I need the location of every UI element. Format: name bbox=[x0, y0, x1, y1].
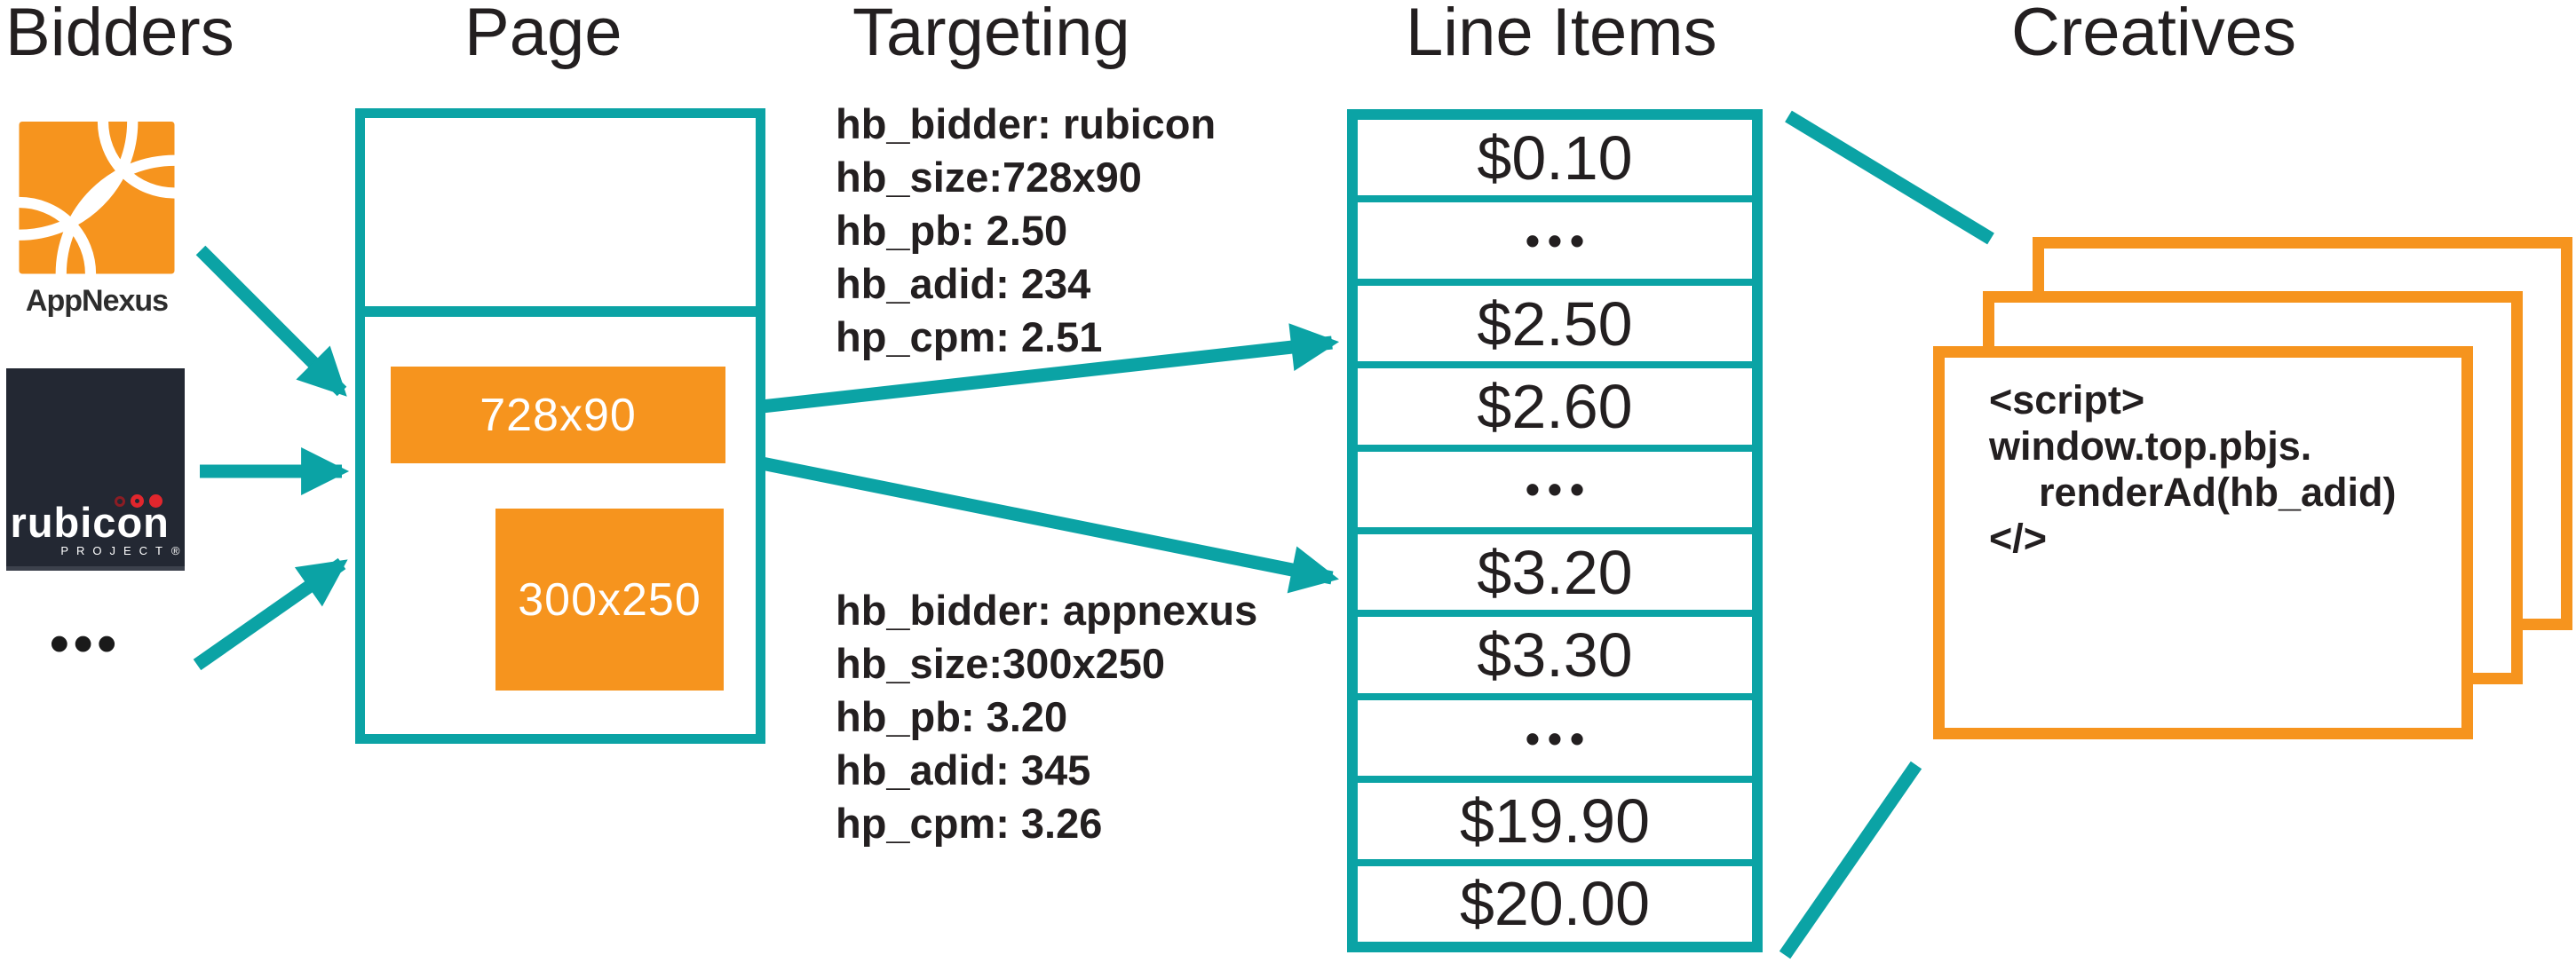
line-item-row: $2.60 bbox=[1358, 368, 1752, 445]
column-title-targeting: Targeting bbox=[852, 0, 1130, 70]
line-items-table: $0.10 ••• $2.50 $2.60 ••• $3.20 $3.30 ••… bbox=[1347, 109, 1763, 952]
rubicon-dot-solid bbox=[149, 494, 162, 508]
line-item-row-ellipsis: ••• bbox=[1358, 202, 1752, 279]
script-line: renderAd(hb_adid) bbox=[2039, 470, 2397, 515]
targeting-line: hb_pb: 3.20 bbox=[836, 693, 1068, 740]
rubicon-dots-icon bbox=[115, 494, 162, 508]
targeting-line: hp_cpm: 3.26 bbox=[836, 800, 1103, 847]
line-item-row: $20.00 bbox=[1358, 865, 1752, 943]
arrow-page-to-lineitem-250 bbox=[761, 323, 1340, 414]
targeting-block-rubicon: hb_bidder: rubicon hb_size:728x90 hb_pb:… bbox=[836, 98, 1216, 364]
targeting-line: hb_size:300x250 bbox=[836, 640, 1166, 687]
line-item-row-ellipsis: ••• bbox=[1358, 699, 1752, 777]
column-title-page: Page bbox=[464, 0, 622, 70]
rubicon-dot-outline bbox=[115, 495, 125, 507]
creative-card-front: <script> window.top.pbjs. renderAd(hb_ad… bbox=[1933, 346, 2473, 739]
column-title-bidders: Bidders bbox=[5, 0, 234, 70]
creative-script-snippet: <script> window.top.pbjs. renderAd(hb_ad… bbox=[1989, 377, 2397, 562]
rubicon-project-label: PROJECT bbox=[60, 544, 170, 557]
targeting-line: hb_size:728x90 bbox=[836, 154, 1142, 201]
arrow-morebidders-to-page bbox=[193, 557, 348, 671]
column-title-creatives: Creatives bbox=[2011, 0, 2296, 70]
rubicon-wordmark: rubicon® bbox=[10, 499, 181, 558]
script-line: </> bbox=[1989, 516, 2048, 561]
connector-lineitems-to-creatives-bottom bbox=[1779, 761, 1922, 959]
targeting-line: hb_bidder: rubicon bbox=[836, 100, 1217, 147]
more-bidders-ellipsis: ••• bbox=[50, 613, 122, 675]
rubicon-dot-ring bbox=[131, 494, 144, 508]
arrow-page-to-lineitem-320 bbox=[760, 456, 1339, 594]
column-title-line-items: Line Items bbox=[1406, 0, 1717, 70]
script-line: window.top.pbjs. bbox=[1989, 423, 2312, 469]
script-line: <script> bbox=[1989, 377, 2145, 422]
rubicon-bottom-strip bbox=[6, 566, 185, 571]
targeting-line: hb_bidder: appnexus bbox=[836, 587, 1258, 634]
appnexus-logo-icon bbox=[19, 122, 175, 274]
targeting-line: hb_pb: 2.50 bbox=[836, 207, 1068, 254]
line-item-row: $0.10 bbox=[1358, 120, 1752, 196]
line-item-row: $19.90 bbox=[1358, 783, 1752, 859]
targeting-line: hp_cpm: 2.51 bbox=[836, 313, 1103, 360]
ad-slot-728x90: 728x90 bbox=[391, 367, 725, 463]
targeting-line: hb_adid: 234 bbox=[836, 260, 1091, 307]
targeting-line: hb_adid: 345 bbox=[836, 746, 1091, 793]
line-item-row: $3.30 bbox=[1358, 617, 1752, 693]
page-header-section bbox=[365, 118, 756, 317]
line-item-row-ellipsis: ••• bbox=[1358, 451, 1752, 528]
line-item-row: $3.20 bbox=[1358, 534, 1752, 611]
appnexus-label: AppNexus bbox=[25, 284, 169, 318]
rubicon-bidder-logo: rubicon® PROJECT bbox=[6, 368, 185, 571]
ad-slot-300x250: 300x250 bbox=[495, 509, 724, 691]
page-box: 728x90 300x250 bbox=[355, 108, 765, 744]
line-item-row: $2.50 bbox=[1358, 285, 1752, 362]
targeting-block-appnexus: hb_bidder: appnexus hb_size:300x250 hb_p… bbox=[836, 584, 1257, 850]
connector-lineitems-to-creatives-top bbox=[1785, 110, 1994, 245]
appnexus-bidder: AppNexus bbox=[18, 122, 176, 319]
arrow-appnexus-to-page bbox=[195, 245, 347, 397]
registered-mark: ® bbox=[170, 544, 181, 557]
